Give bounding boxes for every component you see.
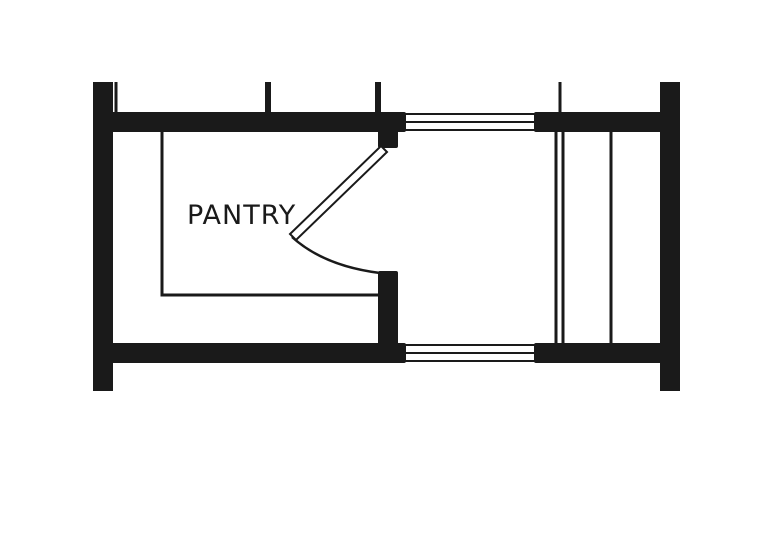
bottom-wall-left [93, 343, 388, 363]
pantry-door-post-top [378, 120, 398, 148]
pantry-door [288, 144, 389, 275]
top-jamb-right [534, 112, 544, 132]
wall-stubs [114, 82, 562, 112]
left-wall [93, 82, 113, 391]
top-wall-right [536, 112, 680, 132]
bottom-wall-right [536, 343, 680, 363]
room-label-pantry: PANTRY [187, 200, 296, 231]
bottom-jamb-right [534, 343, 544, 363]
door-swing-arc [291, 236, 381, 275]
top-wall-left [93, 112, 388, 132]
pantry-door-post-bottom [378, 271, 398, 363]
door-leaf [288, 144, 389, 242]
pantry-shelf-outline [160, 132, 380, 297]
window-bottom [404, 344, 536, 362]
right-shelving [554, 132, 613, 343]
window-top [404, 113, 536, 131]
right-wall [660, 82, 680, 391]
walls [93, 82, 680, 391]
